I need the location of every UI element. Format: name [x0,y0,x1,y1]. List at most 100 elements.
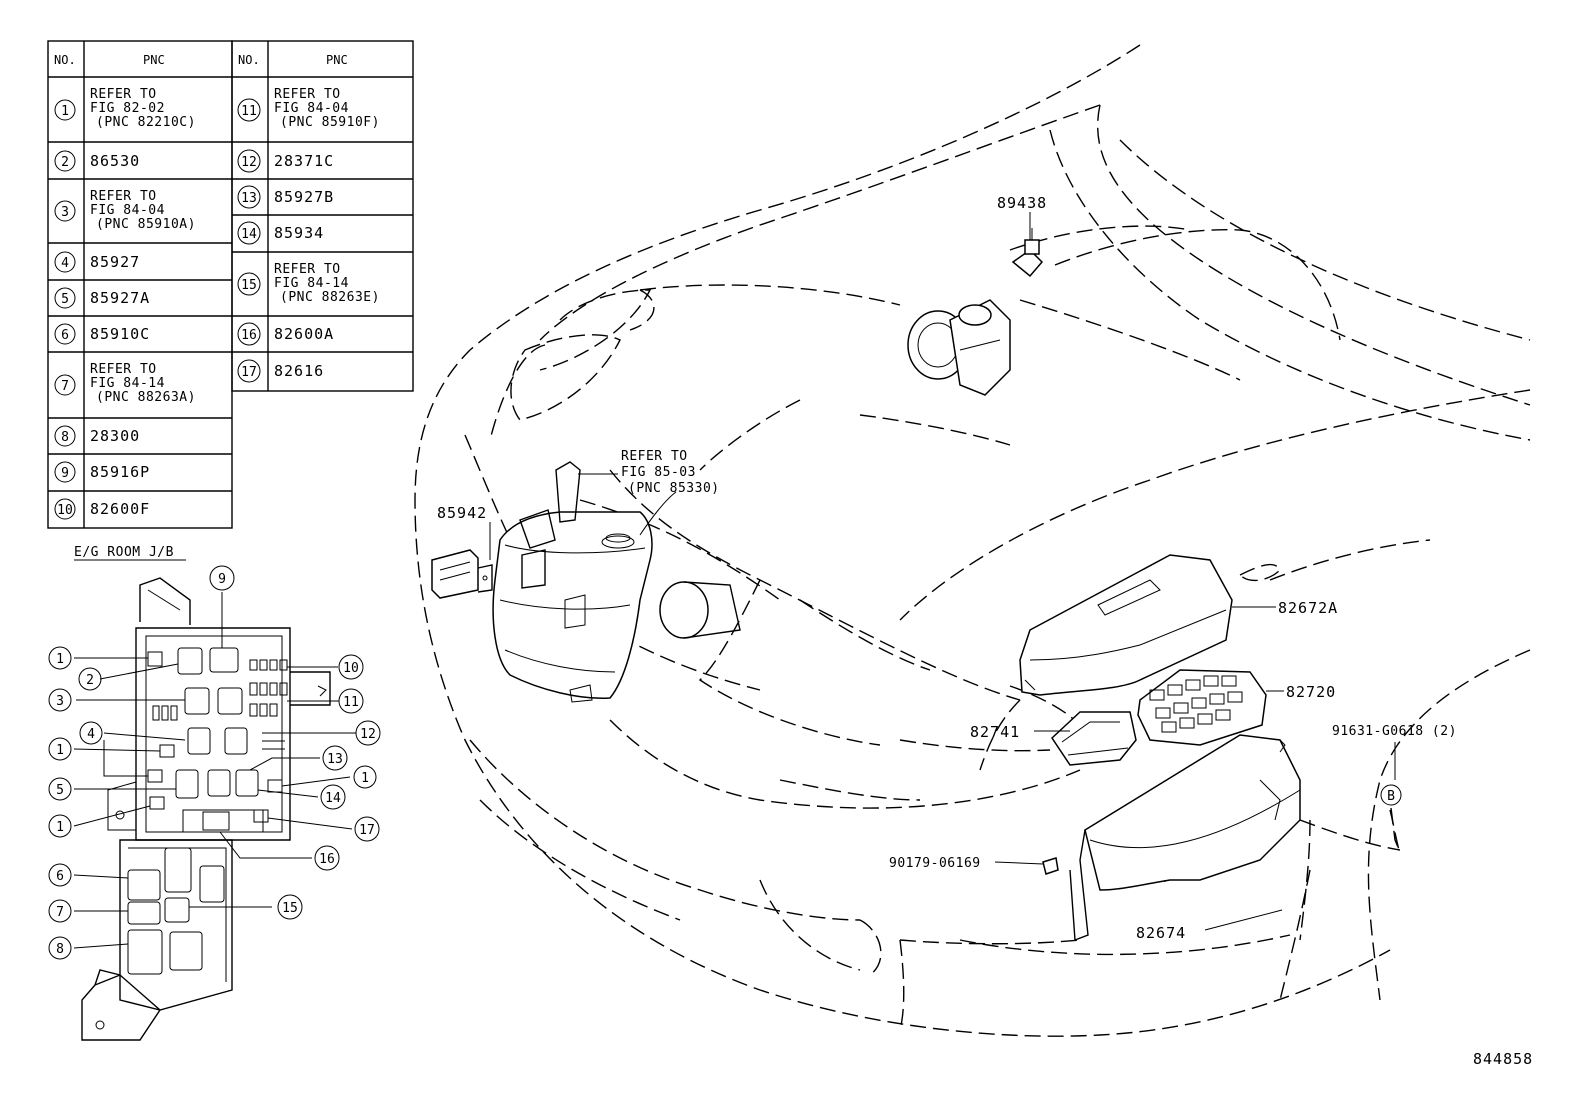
pnc-cell: (PNC 82210C) [96,115,196,130]
jb-callout: 6 [56,869,64,884]
row-number-circles [54,98,261,520]
row-no: 10 [57,503,73,518]
row-numbers: 1 2 3 4 5 6 7 8 9 10 11 12 13 14 15 16 1… [57,104,257,518]
row-no: 12 [241,155,257,170]
callout-b-circle [1380,784,1402,806]
jb-callout: 5 [56,783,64,798]
row-no: 1 [61,104,69,119]
row-no: 8 [61,430,69,445]
row-no: 2 [61,155,69,170]
parts-table: NO. PNC NO. PNC 1 2 3 4 5 6 7 8 9 10 1 [47,40,414,529]
figure-number: 844858 [1473,1050,1533,1068]
row-no: 4 [61,256,69,271]
jb-callout: 13 [327,752,343,767]
header-no: NO. [54,53,76,67]
pnc-cell: 85927 [90,253,140,271]
horn [659,581,741,639]
row-no: 17 [241,365,257,380]
pnc-cell: REFER TO [274,262,341,277]
pnc-cell: 85927B [274,188,334,206]
pnc-cell: (PNC 85910F) [280,115,380,130]
jb-callout: 11 [343,695,359,710]
pnc-cell: FIG 84-14 [274,276,349,291]
clip-90179 [1042,857,1059,875]
jb-callout: 12 [360,727,376,742]
part-leader-lines [489,212,1396,931]
jb-components [127,647,288,975]
pnc-cell: 86530 [90,152,140,170]
row-no: 5 [61,292,69,307]
pnc-cell: 85934 [274,224,324,242]
label-82741: 82741 [970,723,1020,741]
jb-callout: 1 [56,820,64,835]
refer-line1: REFER TO [621,449,688,464]
row-no: 3 [61,205,69,220]
label-82672a: 82672A [1278,599,1338,617]
label-82674: 82674 [1136,924,1186,942]
pnc-cell: FIG 84-04 [274,101,349,116]
jb-leader-lines [73,592,356,949]
relay-block-lower-case [1069,734,1301,941]
label-91631: 91631-G0618 (2) [1332,724,1457,739]
header-no-right: NO. [238,53,260,67]
pnc-cell: 85916P [90,463,150,481]
master-cylinder [907,299,1011,396]
header-pnc-right: PNC [326,53,348,67]
jb-callout: 1 [56,652,64,667]
label-89438: 89438 [997,194,1047,212]
pnc-cell: 82600F [90,500,150,518]
washer-tank [492,461,653,703]
pnc-cell: FIG 84-04 [90,203,165,218]
washer-motor [431,549,493,599]
row-no: 15 [241,278,257,293]
pnc-cell: 82600A [274,325,334,343]
pnc-cell: 28371C [274,152,334,170]
jb-callout: 10 [343,661,359,676]
row-no: 14 [241,227,257,242]
jb-callout: 4 [87,727,95,742]
pnc-cell: FIG 84-14 [90,376,165,391]
jb-callout-circles [48,565,381,960]
pnc-cell: FIG 82-02 [90,101,165,116]
pnc-cell: (PNC 85910A) [96,217,196,232]
jb-callout-numbers: 9 1 2 10 3 11 4 12 1 13 1 5 14 1 17 16 6… [56,572,376,957]
pnc-cell: REFER TO [274,87,341,102]
label-90179: 90179-06169 [889,856,981,871]
row-no: 9 [61,466,69,481]
jb-callout: 2 [86,673,94,688]
jb-callout: 16 [319,852,335,867]
row-pnc-cells: REFER TO FIG 82-02 (PNC 82210C) 86530 RE… [90,87,380,518]
jb-callout: 14 [325,791,341,806]
pnc-cell: REFER TO [90,362,157,377]
label-85942: 85942 [437,504,487,522]
pnc-cell: (PNC 88263E) [280,290,380,305]
pnc-cell: 85910C [90,325,150,343]
label-82720: 82720 [1286,683,1336,701]
header-pnc: PNC [143,53,165,67]
sensor-89438 [1011,228,1044,278]
row-no: 11 [241,104,257,119]
pnc-cell: 28300 [90,427,140,445]
part-labels: 89438 85942 REFER TO FIG 85-03 (PNC 8533… [437,194,1533,1068]
jb-callout: 15 [282,901,298,916]
connector-82741 [1051,711,1137,766]
jb-callout: 17 [359,823,375,838]
pnc-cell: REFER TO [90,189,157,204]
jb-callout: 8 [56,942,64,957]
pnc-cell: (PNC 88263A) [96,390,196,405]
pnc-cell: REFER TO [90,87,157,102]
jb-callout: 9 [218,572,226,587]
jb-callout: 3 [56,694,64,709]
jb-callout: 7 [56,905,64,920]
junction-block-detail: E/G ROOM J/B [48,545,381,1041]
row-no: 7 [61,379,69,394]
refer-line2: FIG 85-03 [621,465,696,480]
jb-title: E/G ROOM J/B [74,545,174,560]
row-no: 16 [241,328,257,343]
relay-block-cover [1019,554,1233,696]
jb-callout: 1 [361,771,369,786]
refer-line3: (PNC 85330) [628,481,720,496]
fuse-relay-block [1137,669,1267,746]
row-no: 13 [241,191,257,206]
